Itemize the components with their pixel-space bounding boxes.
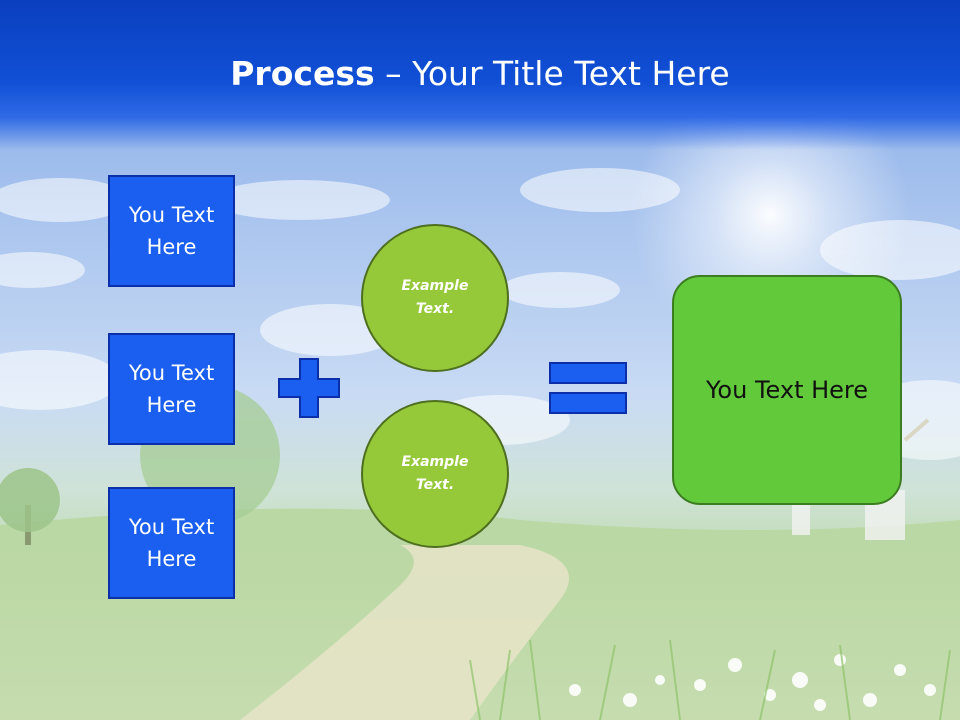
input-box-label: You Text Here (128, 203, 215, 259)
tree-left (0, 468, 60, 545)
grass-blades (469, 639, 951, 720)
plus-icon (278, 358, 340, 418)
equals-icon (549, 362, 627, 414)
title-banner (0, 0, 960, 150)
example-circle-2: Example Text. (361, 400, 509, 548)
example-circle-label: Example Text. (401, 454, 469, 493)
input-box-3: You Text Here (108, 487, 235, 599)
title-bold: Process (230, 54, 375, 93)
dirt-path (240, 545, 569, 720)
example-circle-1: Example Text. (361, 224, 509, 372)
result-box: You Text Here (672, 275, 902, 505)
slide-title: Process – Your Title Text Here (0, 52, 960, 96)
input-box-2: You Text Here (108, 333, 235, 445)
result-label: You Text Here (705, 376, 869, 404)
title-rest: – Your Title Text Here (374, 54, 730, 93)
input-box-label: You Text Here (128, 361, 215, 417)
input-box-label: You Text Here (128, 515, 215, 571)
input-box-1: You Text Here (108, 175, 235, 287)
example-circle-label: Example Text. (401, 278, 469, 317)
